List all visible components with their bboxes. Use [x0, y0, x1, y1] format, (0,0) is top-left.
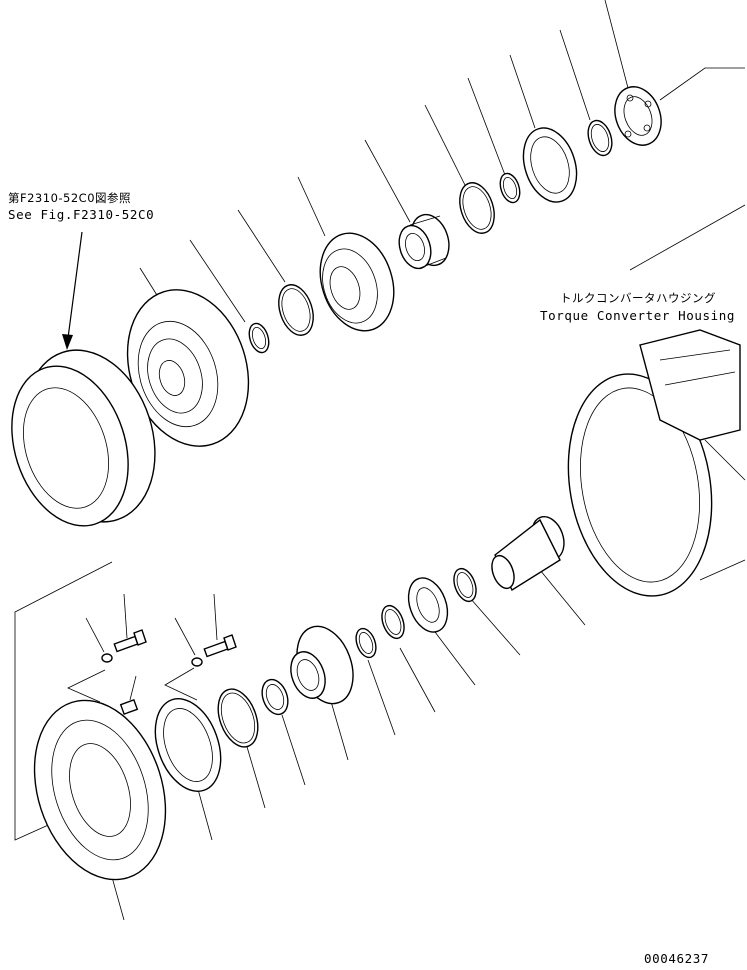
snap-ring-5	[248, 322, 270, 354]
drawing-number: 00046237	[644, 951, 709, 966]
reference-label-jp: 第F2310-52C0図参照	[8, 191, 131, 205]
snap-ring-6	[453, 567, 477, 603]
bolt-2	[203, 634, 237, 658]
gear-hub	[398, 213, 450, 270]
washer-1	[101, 653, 113, 663]
group-bracket-upper	[629, 67, 746, 271]
seal-plate	[522, 127, 578, 203]
pump-impeller	[33, 699, 167, 881]
snap-ring-3	[459, 182, 495, 234]
leader-lines-lower	[67, 569, 586, 921]
bearing-small	[407, 577, 449, 633]
o-ring	[217, 688, 259, 748]
snap-ring-7	[381, 604, 405, 640]
torque-converter-housing	[567, 329, 746, 597]
front-cover	[11, 349, 156, 527]
snap-ring-2	[499, 172, 521, 204]
group-bracket-lower	[14, 561, 113, 841]
sleeve	[261, 678, 289, 716]
arrow-down-left-icon	[62, 231, 83, 350]
snap-ring-1	[587, 119, 613, 157]
pump-hub	[290, 625, 354, 705]
snap-ring-4	[278, 284, 314, 336]
washer-2	[191, 657, 203, 667]
plug	[119, 699, 139, 715]
stator	[319, 232, 395, 332]
reference-label-en: See Fig.F2310-52C0	[8, 207, 154, 222]
bolt-1	[113, 629, 147, 653]
snap-ring-8	[355, 627, 377, 659]
shaft	[491, 515, 565, 592]
turbine	[126, 289, 250, 447]
housing-label-jp: トルクコンバータハウジング	[560, 291, 716, 305]
housing-label-en: Torque Converter Housing	[540, 308, 735, 323]
gasket-plate	[154, 698, 222, 792]
bearing-large	[614, 86, 662, 146]
